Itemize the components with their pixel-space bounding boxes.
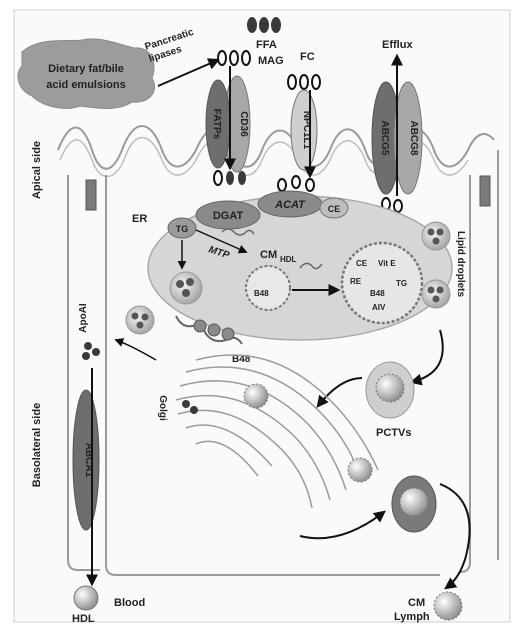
pctvs-label: PCTVs [376,427,411,439]
cm-label: CM [260,249,277,261]
ffa-molecules [247,17,281,33]
er-label: ER [132,213,147,225]
primordial-cm-particle [246,266,290,310]
fa-inside-molecules [214,171,246,185]
cm-b48-label: B48 [254,289,269,298]
tight-junction-left [86,180,96,210]
fc-molecules [288,75,320,89]
cytosolic-droplet [126,306,154,334]
vesicle-ce-label: CE [356,259,368,268]
mag-molecules [218,51,250,65]
chylomicron-particle [434,592,462,620]
hdl-particle [74,586,98,610]
dietary-label-line1: Dietary fat/bile [48,63,124,75]
abcg8-label: ABCG8 [408,120,419,155]
vesicle-b48-label: B48 [370,289,385,298]
dietary-label-line2: acid emulsions [46,79,125,91]
tight-junction-right [480,176,490,206]
er-lipid-droplet [170,272,202,304]
golgi-cm-particle-2 [348,458,372,482]
vesicle-aiv-label: AIV [372,303,386,312]
fc-label: FC [300,51,315,63]
cm-hdl-subscript: HDL [280,255,297,264]
ffa-label: FFA [256,39,277,51]
hdl-label: HDL [72,613,95,625]
cd36-label: CD36 [238,111,249,137]
apical-side-label: Apical side [31,141,43,199]
golgi-label: Golgi [157,395,168,421]
fatps-label: FATPs [211,109,222,140]
secretory-cm-particle [400,488,428,516]
abcg5-label: ABCG5 [379,120,390,155]
vesicle-vite-label: Vit E [378,259,396,268]
golgi-cm-particle-1 [244,384,268,408]
vesicle-tg-label: TG [396,279,407,288]
lymph-label: Lymph [394,611,430,623]
cm-bottom-label: CM [408,597,425,609]
dgat-label: DGAT [213,210,244,222]
lipid-droplet-1 [422,222,450,250]
lipid-droplet-2 [422,280,450,308]
apoai-label: ApoAI [78,303,89,333]
mag-label: MAG [258,55,284,67]
vesicle-re-label: RE [350,277,362,286]
basolateral-side-label: Basolateral side [31,403,43,487]
ce-label: CE [328,204,341,214]
blood-label: Blood [114,597,145,609]
pctv-cm-particle [376,374,404,402]
tg-label: TG [176,224,189,234]
acat-label: ACAT [274,199,306,211]
lipid-droplets-label: Lipid droplets [455,231,466,298]
efflux-label: Efflux [382,39,413,51]
